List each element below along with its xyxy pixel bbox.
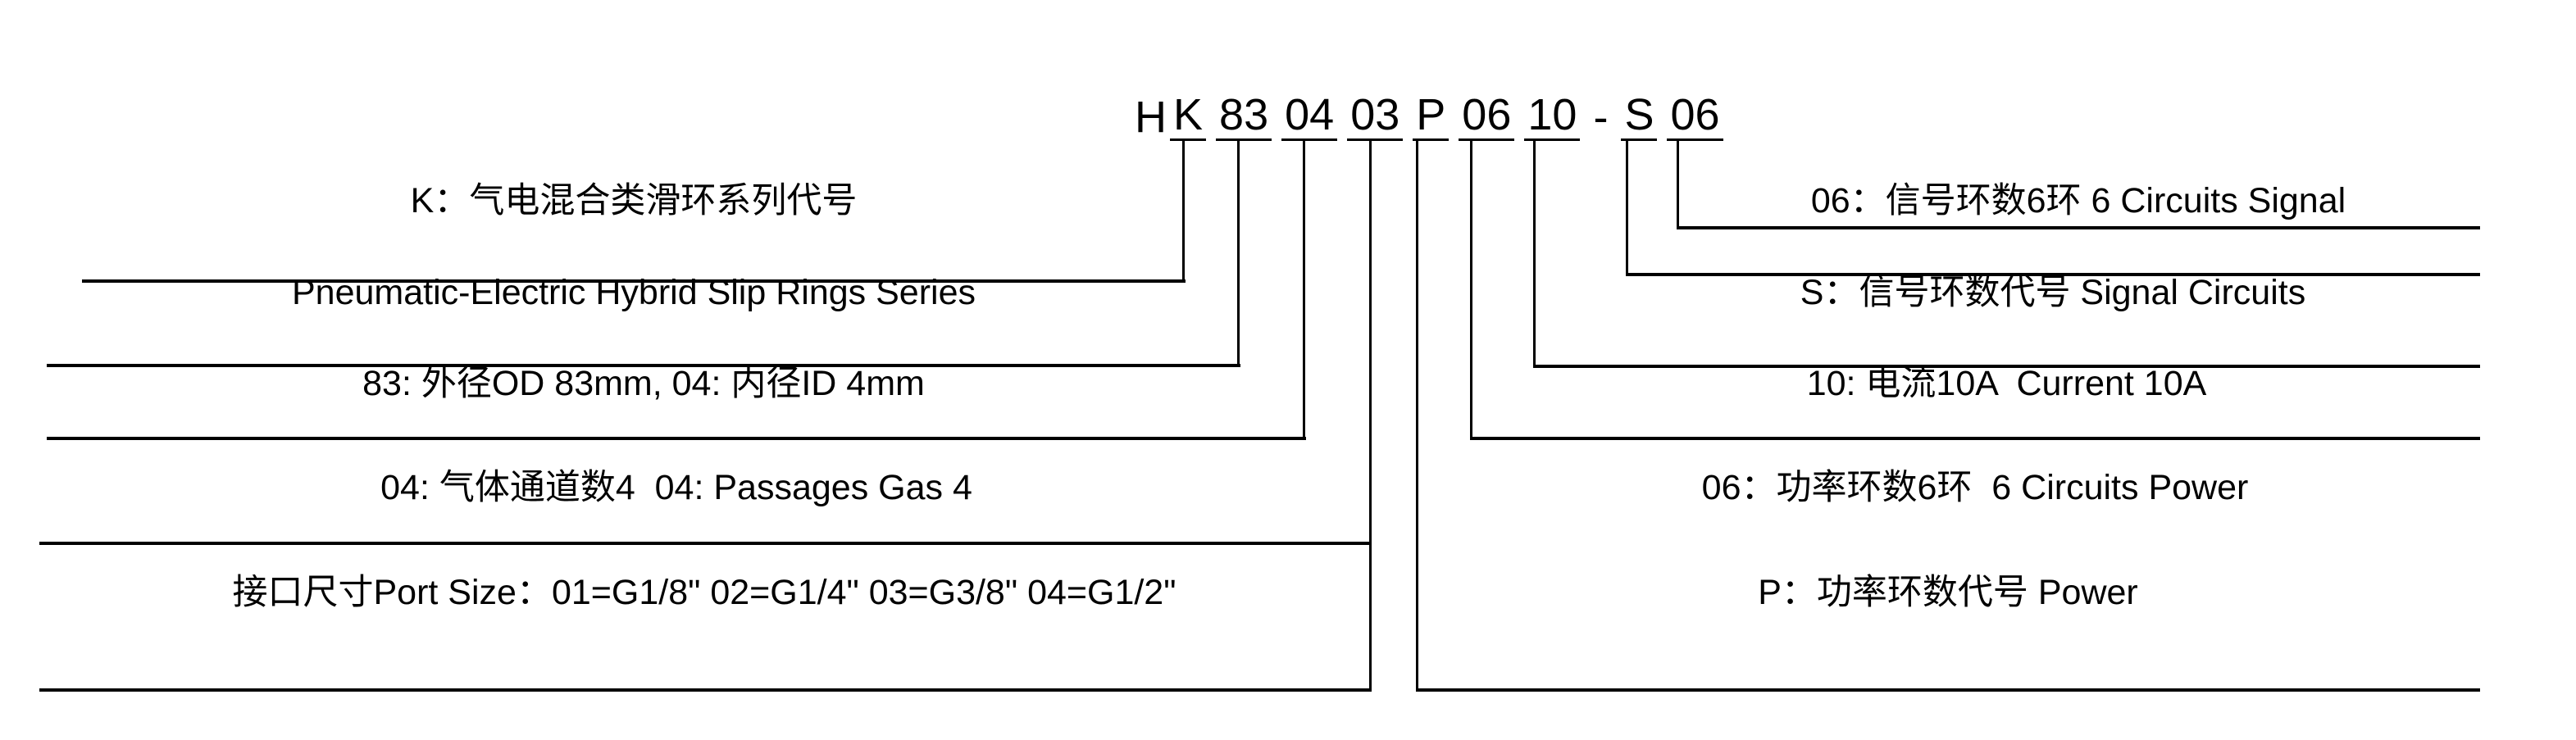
leader-vline-S [1626, 141, 1628, 275]
left-rule-4 [39, 542, 1369, 545]
label-power-circuits-count: 06：功率环数6环 6 Circuits Power [1701, 468, 2249, 507]
pn-segment-H: H [1135, 93, 1167, 142]
right-rule-4 [1470, 437, 2480, 440]
pn-segment-P: P [1413, 91, 1450, 141]
left-rule-bottom [39, 688, 1372, 692]
left-rule-1 [82, 279, 1186, 283]
label-od-id: 83: 外径OD 83mm, 04: 内径ID 4mm [362, 364, 925, 403]
part-number-row: H K 83 04 03 P 06 10 - S 06 [1131, 91, 1723, 142]
left-rule-2 [47, 364, 1240, 367]
pn-segment-K: K [1170, 91, 1207, 141]
pn-segment-dash: - [1593, 93, 1609, 142]
label-series-code-en: Pneumatic-Electric Hybrid Slip Rings Ser… [291, 273, 976, 312]
right-rule-2 [1626, 273, 2480, 276]
leader-vline-P [1416, 141, 1418, 691]
pn-segment-S: S [1621, 91, 1658, 141]
label-signal-circuits-count: 06：信号环数6环 6 Circuits Signal [1810, 181, 2346, 220]
pn-segment-06-signal: 06 [1667, 91, 1723, 141]
pn-segment-03: 03 [1347, 91, 1404, 141]
label-series-code-cn: K：气电混合类滑环系列代号 [410, 181, 858, 220]
pn-segment-83: 83 [1216, 91, 1272, 141]
right-rule-1 [1677, 226, 2480, 229]
leader-vline-83 [1237, 141, 1240, 366]
label-port-size: 接口尺寸Port Size：01=G1/8" 02=G1/4" 03=G3/8"… [232, 573, 1176, 612]
pn-segment-04-od: 04 [1281, 91, 1338, 141]
leader-vline-K [1182, 141, 1185, 282]
leader-vline-03 [1369, 141, 1372, 691]
pn-segment-10: 10 [1524, 91, 1581, 141]
left-rule-3 [47, 437, 1306, 440]
label-signal-code: S：信号环数代号 Signal Circuits [1800, 273, 2306, 312]
label-power-code: P：功率环数代号 Power [1758, 573, 2138, 612]
label-gas-passages: 04: 气体通道数4 04: Passages Gas 4 [380, 468, 972, 507]
leader-vline-06-power [1470, 141, 1472, 439]
leader-vline-04-od [1303, 141, 1305, 439]
right-rule-3 [1533, 365, 2480, 368]
leader-vline-06-signal [1677, 141, 1679, 229]
label-current: 10: 电流10A Current 10A [1806, 364, 2207, 403]
pn-segment-06-power: 06 [1459, 91, 1515, 141]
right-rule-bottom [1416, 688, 2480, 692]
leader-vline-10 [1533, 141, 1536, 367]
